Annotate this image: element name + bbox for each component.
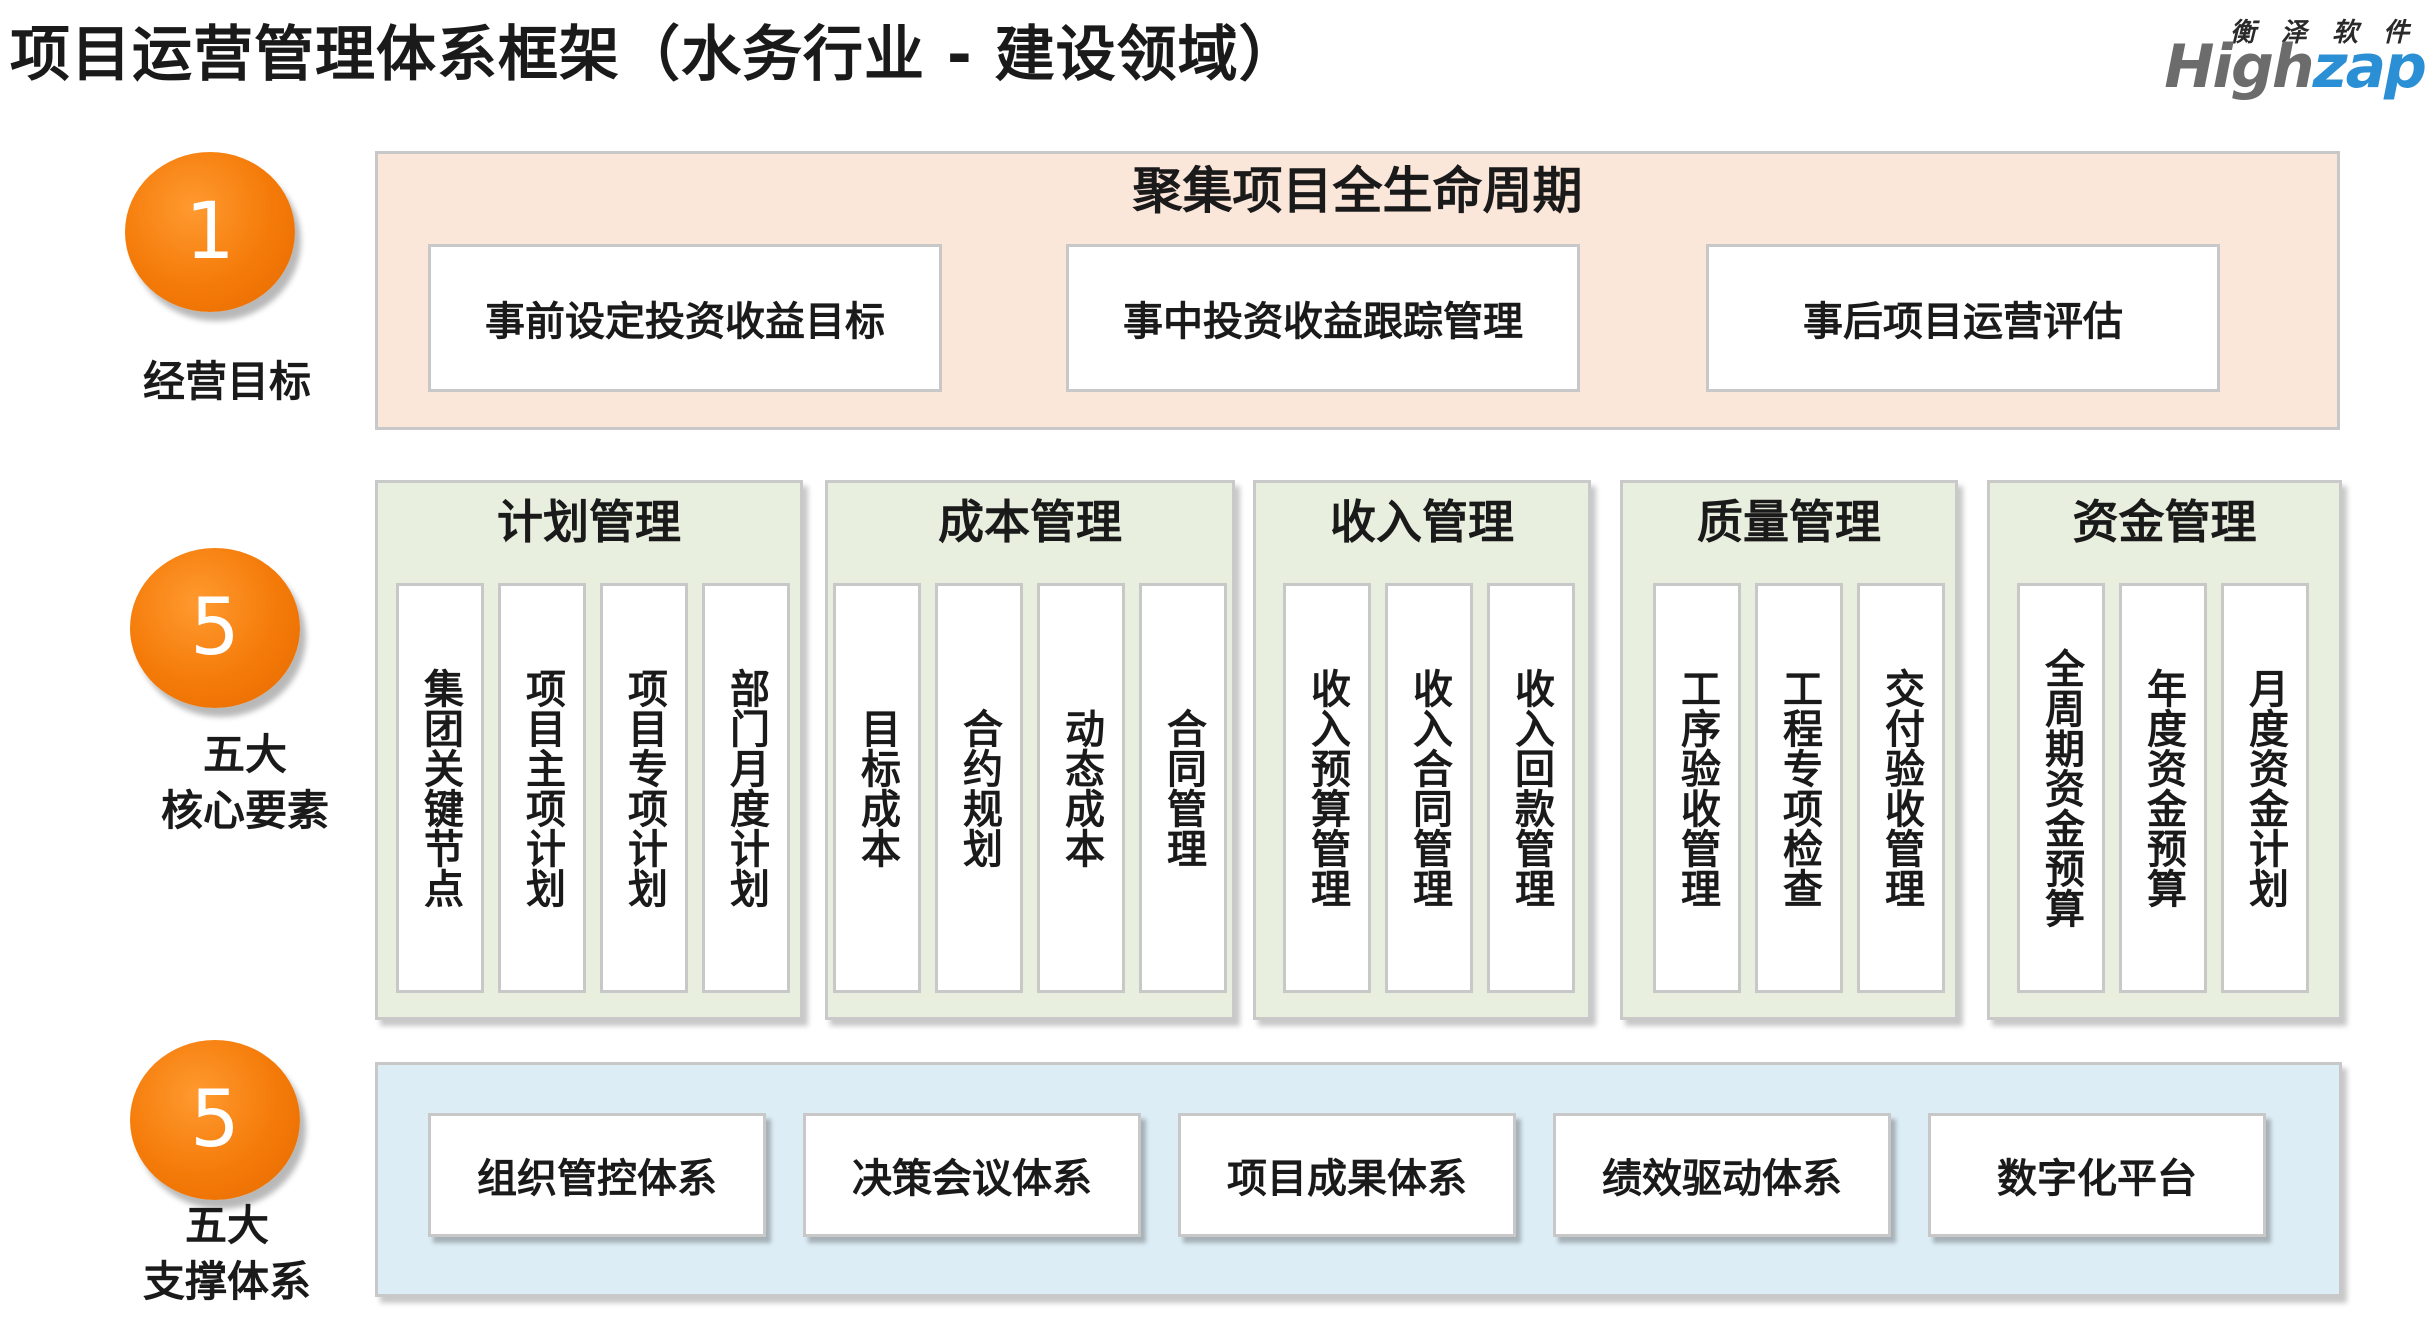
- core-item-label: 收入预算管理: [1304, 668, 1350, 908]
- core-group-title: 资金管理: [2072, 495, 2257, 549]
- core-item-label: 合约规划: [956, 708, 1002, 868]
- core-item-label: 目标成本: [854, 708, 900, 868]
- row-1-number-circle: 1: [125, 152, 295, 312]
- support-box-digital: 数字化平台: [1928, 1113, 2266, 1237]
- page-title: 项目运营管理体系框架（水务行业 - 建设领域）: [10, 20, 1300, 90]
- core-group-cost: 成本管理 目标成本 合约规划 动态成本 合同管理: [825, 480, 1235, 1020]
- core-item-card: 收入回款管理: [1487, 583, 1575, 993]
- core-item-card: 工序验收管理: [1653, 583, 1741, 993]
- highzap-logo: 衡 泽 软 件 Highzap: [2164, 12, 2427, 102]
- core-item-label: 项目主项计划: [519, 668, 565, 908]
- core-item-card: 月度资金计划: [2221, 583, 2309, 993]
- core-item-label: 集团关键节点: [417, 668, 463, 908]
- core-item-label: 工程专项检查: [1776, 668, 1822, 908]
- core-item-label: 月度资金计划: [2242, 668, 2288, 908]
- core-item-card: 年度资金预算: [2119, 583, 2207, 993]
- core-group-plan: 计划管理 集团关键节点 项目主项计划 项目专项计划 部门月度计划: [375, 480, 803, 1020]
- goal-panel-title: 聚集项目全生命周期: [1132, 162, 1583, 220]
- support-system-panel: 组织管控体系 决策会议体系 项目成果体系 绩效驱动体系 数字化平台: [375, 1062, 2342, 1297]
- row-1-label: 经营目标: [112, 354, 342, 410]
- core-item-card: 项目主项计划: [498, 583, 586, 993]
- logo-wordmark: Highzap: [2164, 32, 2427, 102]
- support-box-outcome: 项目成果体系: [1178, 1113, 1516, 1237]
- logo-wordmark-zap: zap: [2312, 32, 2427, 102]
- core-group-title: 质量管理: [1697, 495, 1881, 549]
- row-2-number-circle: 5: [130, 548, 300, 708]
- core-item-label: 全周期资金预算: [2038, 648, 2084, 928]
- core-group-title: 计划管理: [497, 495, 681, 549]
- core-group-fund: 资金管理 全周期资金预算 年度资金预算 月度资金计划: [1987, 480, 2342, 1020]
- core-item-label: 项目专项计划: [621, 668, 667, 908]
- goal-box-pre: 事前设定投资收益目标: [428, 244, 942, 392]
- row-3-number-circle: 5: [130, 1040, 300, 1200]
- core-item-label: 收入合同管理: [1406, 668, 1452, 908]
- core-item-card: 工程专项检查: [1755, 583, 1843, 993]
- core-item-label: 部门月度计划: [723, 668, 769, 908]
- support-box-org: 组织管控体系: [428, 1113, 766, 1237]
- core-item-label: 工序验收管理: [1674, 668, 1720, 908]
- row-2-label-line-1: 五大: [202, 730, 287, 779]
- core-item-label: 交付验收管理: [1878, 668, 1924, 908]
- core-item-card: 全周期资金预算: [2017, 583, 2105, 993]
- row-2-label: 五大 核心要素: [120, 727, 370, 839]
- goal-box-post: 事后项目运营评估: [1706, 244, 2220, 392]
- core-item-card: 收入预算管理: [1283, 583, 1371, 993]
- business-goal-panel: 聚集项目全生命周期 事前设定投资收益目标 事中投资收益跟踪管理 事后项目运营评估: [375, 151, 2340, 430]
- core-item-card: 收入合同管理: [1385, 583, 1473, 993]
- core-group-revenue: 收入管理 收入预算管理 收入合同管理 收入回款管理: [1253, 480, 1591, 1020]
- core-item-card: 项目专项计划: [600, 583, 688, 993]
- row-3-label-line-1: 五大: [184, 1201, 269, 1250]
- core-item-card: 合同管理: [1139, 583, 1227, 993]
- goal-box-during: 事中投资收益跟踪管理: [1066, 244, 1580, 392]
- row-3-label-line-2: 支撑体系: [142, 1257, 311, 1306]
- core-item-card: 集团关键节点: [396, 583, 484, 993]
- row-1-label-line: 经营目标: [142, 357, 311, 406]
- core-group-title: 成本管理: [938, 495, 1122, 549]
- support-box-decision: 决策会议体系: [803, 1113, 1141, 1237]
- core-item-card: 部门月度计划: [702, 583, 790, 993]
- row-2-label-line-2: 核心要素: [160, 786, 329, 835]
- core-group-title: 收入管理: [1330, 495, 1514, 549]
- logo-chinese-text: 衡 泽 软 件: [2229, 18, 2417, 48]
- core-item-label: 动态成本: [1058, 708, 1104, 868]
- core-item-label: 收入回款管理: [1508, 668, 1554, 908]
- core-item-label: 合同管理: [1160, 708, 1206, 868]
- core-group-quality: 质量管理 工序验收管理 工程专项检查 交付验收管理: [1620, 480, 1958, 1020]
- core-item-card: 目标成本: [833, 583, 921, 993]
- core-item-card: 动态成本: [1037, 583, 1125, 993]
- core-item-label: 年度资金预算: [2140, 668, 2186, 908]
- support-box-performance: 绩效驱动体系: [1553, 1113, 1891, 1237]
- core-item-card: 交付验收管理: [1857, 583, 1945, 993]
- row-3-label: 五大 支撑体系: [112, 1198, 342, 1310]
- logo-wordmark-high: High: [2164, 32, 2314, 102]
- core-item-card: 合约规划: [935, 583, 1023, 993]
